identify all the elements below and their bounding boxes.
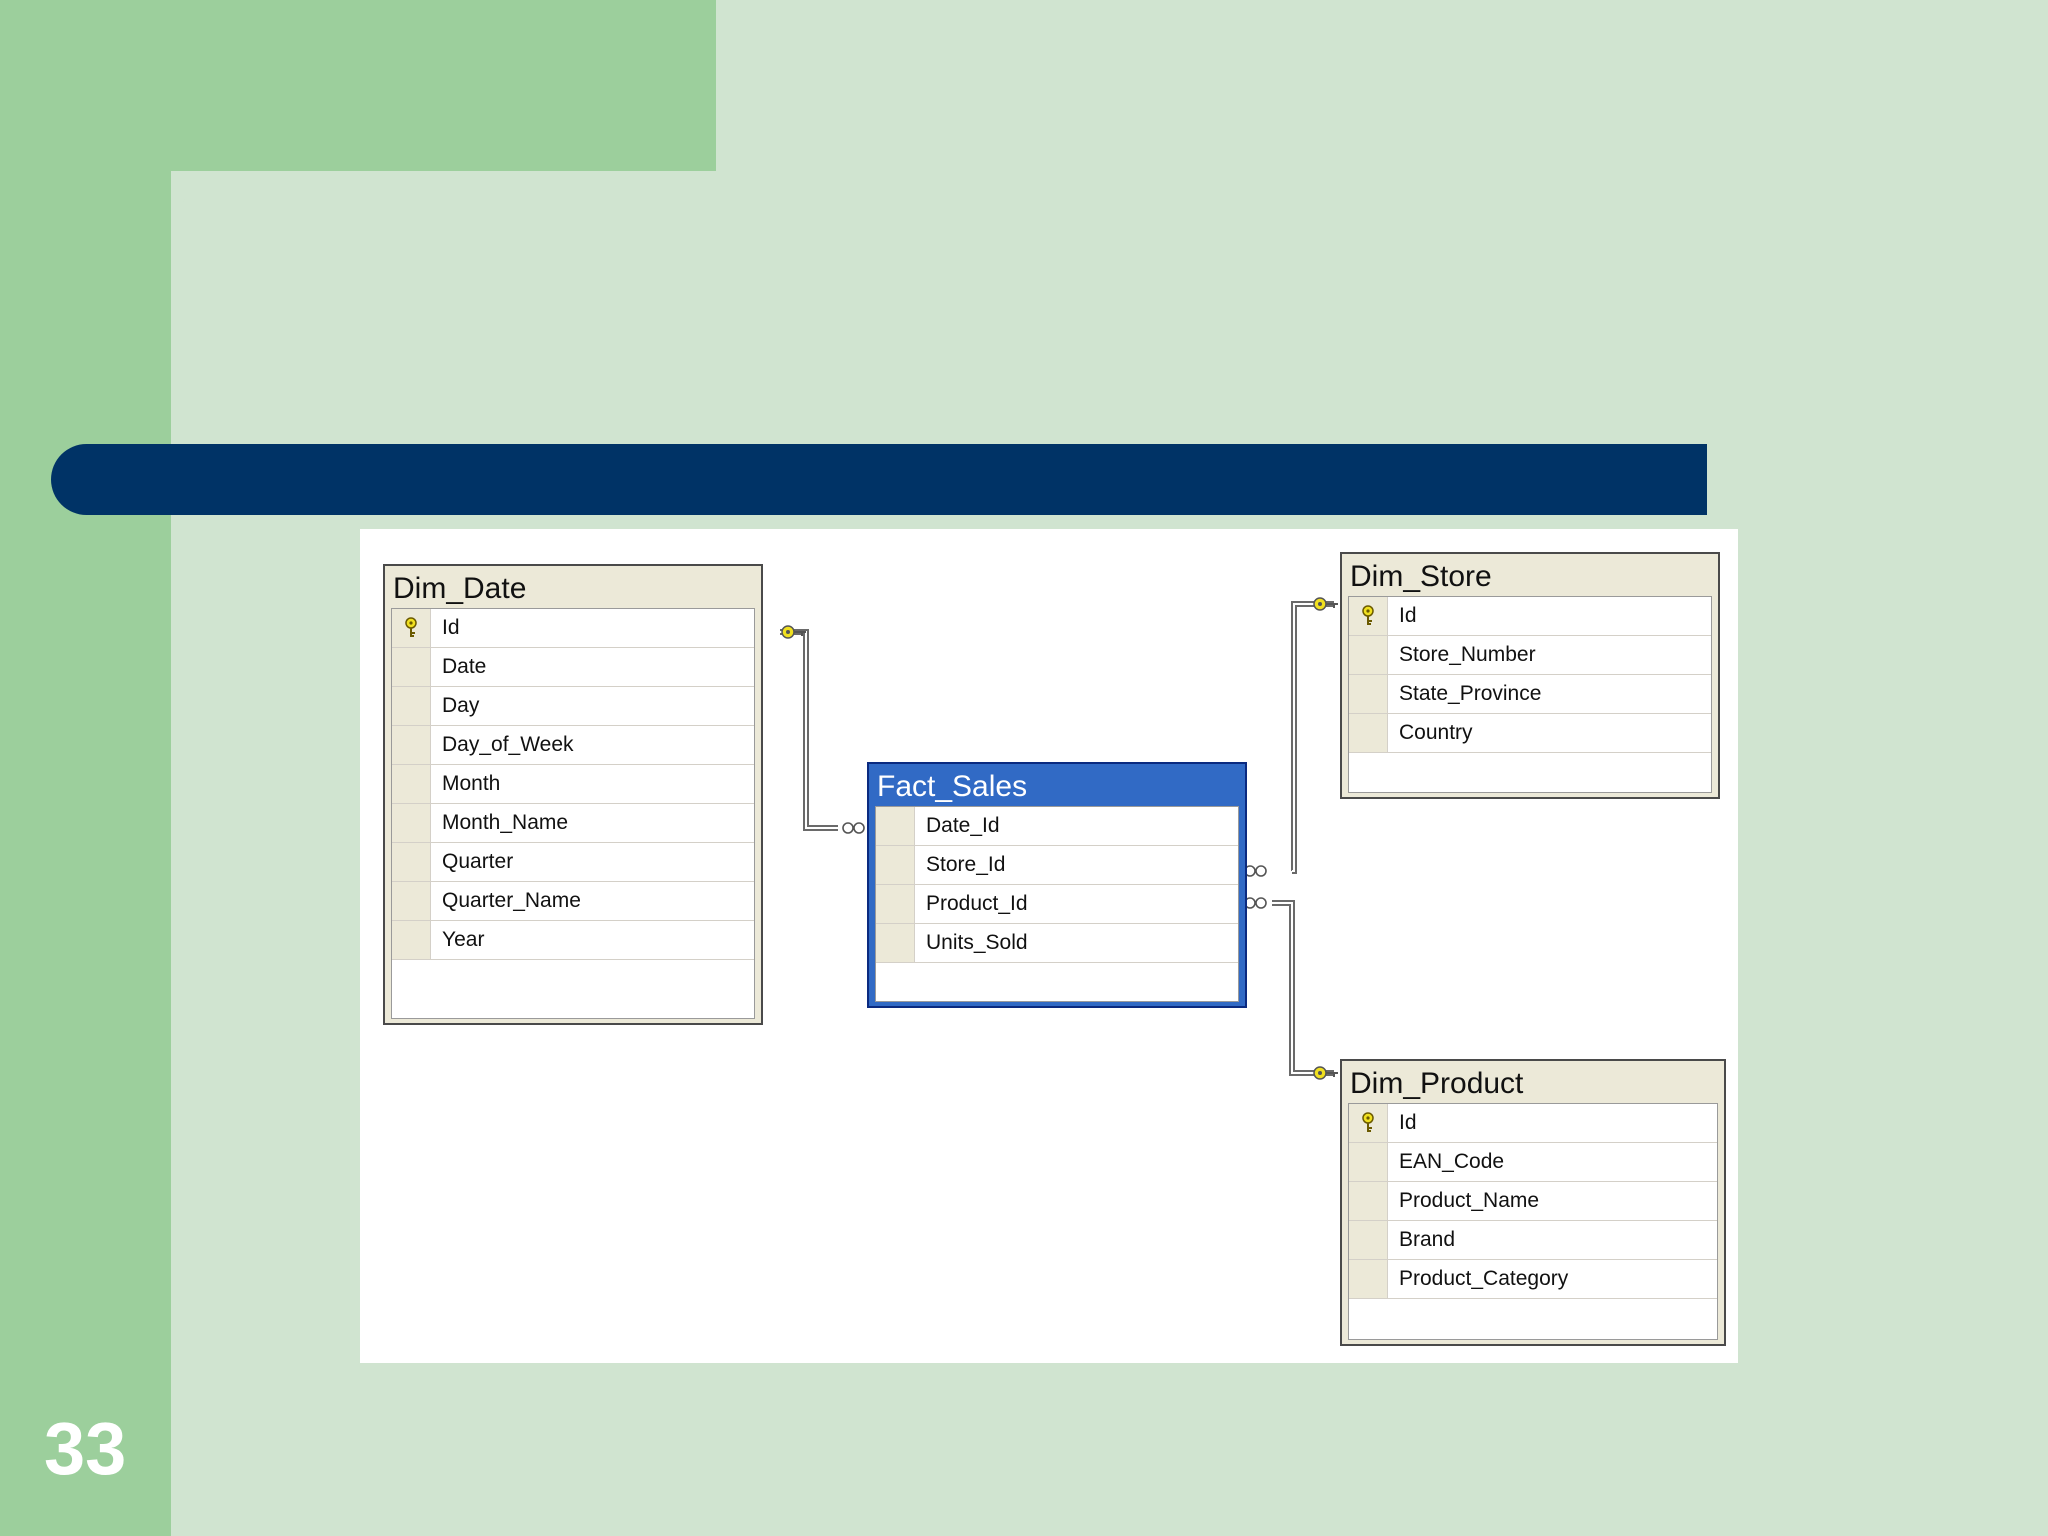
- column-row[interactable]: Date_Id: [876, 807, 1238, 846]
- background-top-band: [0, 0, 716, 171]
- row-selector[interactable]: [392, 804, 431, 842]
- column-row[interactable]: State_Province: [1349, 675, 1711, 714]
- row-selector[interactable]: [392, 609, 431, 647]
- relationship-connectors: [780, 597, 1339, 1080]
- column-name: Product_Id: [926, 892, 1028, 915]
- column-name: Units_Sold: [926, 931, 1028, 954]
- column-name: Date: [442, 655, 487, 678]
- row-selector[interactable]: [392, 687, 431, 725]
- column-row[interactable]: Day_of_Week: [392, 726, 754, 765]
- relationship-date: [780, 625, 865, 834]
- row-selector[interactable]: [876, 885, 915, 923]
- column-name: Day: [442, 694, 480, 717]
- column-row[interactable]: Month_Name: [392, 804, 754, 843]
- column-name: Quarter_Name: [442, 889, 581, 912]
- column-name: Day_of_Week: [442, 733, 574, 756]
- column-row[interactable]: Quarter: [392, 843, 754, 882]
- row-selector[interactable]: [1349, 636, 1388, 674]
- column-row[interactable]: Brand: [1349, 1221, 1717, 1260]
- row-selector[interactable]: [392, 765, 431, 803]
- table-title: Fact_Sales: [877, 770, 1028, 803]
- table-title: Dim_Store: [1350, 560, 1492, 593]
- relationship-store: [1244, 597, 1339, 877]
- row-selector[interactable]: [392, 726, 431, 764]
- column-name: Year: [442, 928, 485, 951]
- column-row[interactable]: Store_Number: [1349, 636, 1711, 675]
- row-selector[interactable]: [1349, 1104, 1388, 1142]
- row-selector[interactable]: [1349, 714, 1388, 752]
- column-row[interactable]: Id: [1349, 1104, 1717, 1143]
- column-name: Month_Name: [442, 811, 569, 834]
- column-row[interactable]: Month: [392, 765, 754, 804]
- background-left-band: [0, 0, 171, 1536]
- column-name: Id: [442, 616, 460, 639]
- column-name: Brand: [1399, 1228, 1456, 1251]
- column-row[interactable]: Quarter_Name: [392, 882, 754, 921]
- row-selector[interactable]: [876, 924, 915, 962]
- column-name: Date_Id: [926, 814, 1000, 837]
- table-title: Dim_Date: [393, 572, 527, 605]
- column-row[interactable]: Store_Id: [876, 846, 1238, 885]
- slide-number: 33: [44, 1407, 127, 1490]
- column-row[interactable]: Day: [392, 687, 754, 726]
- column-name: Country: [1399, 721, 1473, 744]
- column-name: Store_Number: [1399, 643, 1536, 666]
- column-row[interactable]: Id: [392, 609, 754, 648]
- row-selector[interactable]: [392, 921, 431, 959]
- column-name: State_Province: [1399, 682, 1542, 705]
- row-selector[interactable]: [1349, 597, 1388, 635]
- title-bar: [51, 444, 1707, 515]
- column-row[interactable]: Id: [1349, 597, 1711, 636]
- row-selector[interactable]: [876, 846, 915, 884]
- row-selector[interactable]: [1349, 1143, 1388, 1181]
- table-title: Dim_Product: [1350, 1067, 1524, 1100]
- column-name: Product_Category: [1399, 1267, 1569, 1290]
- column-row[interactable]: Product_Category: [1349, 1260, 1717, 1299]
- row-selector[interactable]: [392, 648, 431, 686]
- column-row[interactable]: EAN_Code: [1349, 1143, 1717, 1182]
- column-name: Product_Name: [1399, 1189, 1540, 1212]
- column-row[interactable]: Year: [392, 921, 754, 960]
- column-name: Id: [1399, 1111, 1417, 1134]
- row-selector[interactable]: [1349, 1182, 1388, 1220]
- row-selector[interactable]: [392, 882, 431, 920]
- relationship-product: [1244, 897, 1339, 1080]
- row-selector[interactable]: [876, 807, 915, 845]
- column-row[interactable]: Country: [1349, 714, 1711, 753]
- column-name: Quarter: [442, 850, 514, 873]
- row-selector[interactable]: [1349, 675, 1388, 713]
- row-selector[interactable]: [392, 843, 431, 881]
- row-selector[interactable]: [1349, 1221, 1388, 1259]
- column-row[interactable]: Product_Name: [1349, 1182, 1717, 1221]
- column-name: Month: [442, 772, 501, 795]
- column-name: EAN_Code: [1399, 1150, 1505, 1173]
- primary-key-icon: [403, 617, 419, 639]
- column-name: Id: [1399, 604, 1417, 627]
- column-row[interactable]: Product_Id: [876, 885, 1238, 924]
- column-name: Store_Id: [926, 853, 1006, 876]
- row-selector[interactable]: [1349, 1260, 1388, 1298]
- column-row[interactable]: Date: [392, 648, 754, 687]
- column-row[interactable]: Units_Sold: [876, 924, 1238, 963]
- primary-key-icon: [1360, 605, 1376, 627]
- primary-key-icon: [1360, 1112, 1376, 1134]
